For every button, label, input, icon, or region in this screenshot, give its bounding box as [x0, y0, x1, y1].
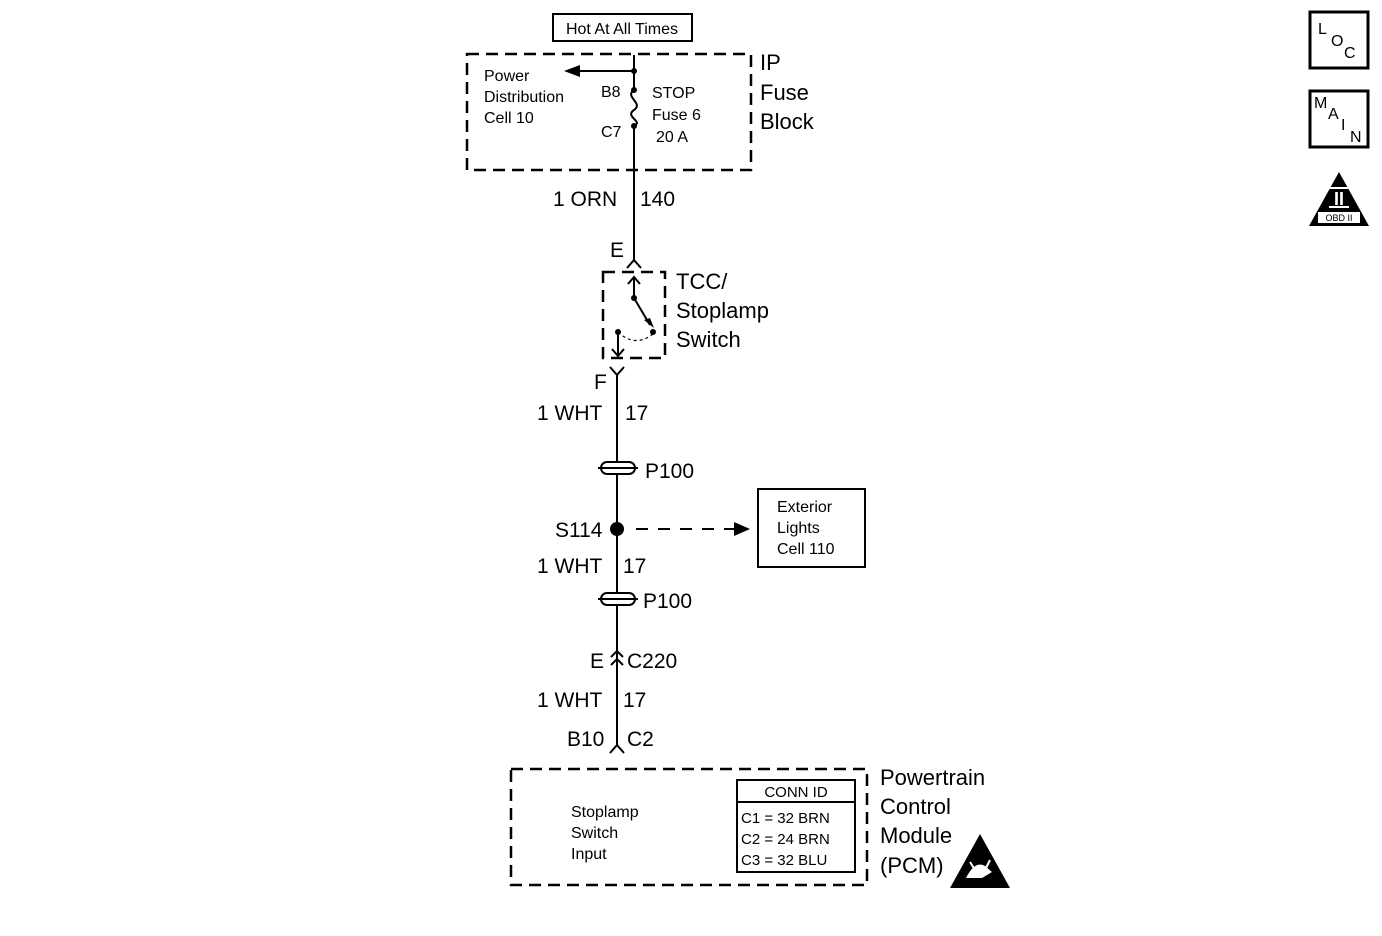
tcc-stoplamp-switch: E TCC/ Stoplamp Switch F [594, 239, 769, 394]
fuse-line-3: 20 A [656, 129, 688, 146]
fuse-icon [630, 89, 638, 127]
wire-3-color: 1 WHT [537, 555, 603, 578]
c220-name: C220 [627, 650, 677, 673]
passthrough-p100-lower: P100 [598, 590, 692, 613]
svg-text:A: A [1328, 106, 1339, 123]
pcm-input-1: Stoplamp [571, 804, 639, 821]
fuse-block-title-1: IP [760, 50, 781, 75]
pcm-title-4: (PCM) [880, 853, 944, 878]
wire-4-circuit: 17 [623, 689, 646, 712]
wire-1-circuit: 140 [640, 188, 675, 211]
fuse-line-2: Fuse 6 [652, 107, 701, 124]
svg-text:Exterior: Exterior [777, 499, 833, 516]
exterior-lights-reference: Exterior Lights Cell 110 [757, 488, 866, 568]
switch-pin-f: F [594, 371, 607, 394]
svg-text:S114: S114 [555, 519, 603, 542]
loc-icon[interactable]: L O C [1308, 10, 1370, 70]
conn-id-table: CONN ID C1 = 32 BRN C2 = 24 BRN C3 = 32 … [736, 779, 856, 873]
wire-1-color: 1 ORN [553, 188, 617, 211]
conn-id-row: C3 = 32 BLU [741, 852, 827, 869]
wire-2-circuit: 17 [625, 402, 648, 425]
pcm-connector-c2: B10 C2 [567, 728, 654, 754]
c220-pin-e: E [590, 650, 604, 673]
wire-2-color: 1 WHT [537, 402, 603, 425]
svg-text:C: C [1344, 45, 1356, 62]
arrow-left-icon [564, 65, 580, 77]
connector-male-icon [609, 366, 625, 377]
switch-title-2: Stoplamp [676, 298, 769, 323]
pdc-line-1: Power [484, 68, 530, 85]
svg-text:I: I [1341, 117, 1345, 134]
pcm-title-2: Control [880, 794, 951, 819]
pcm-pin-b10: B10 [567, 728, 604, 751]
pin-b8: B8 [601, 84, 621, 101]
switch-title-1: TCC/ [676, 269, 728, 294]
connector-c220: E C220 [590, 649, 677, 673]
svg-text:P100: P100 [643, 590, 692, 613]
svg-text:M: M [1314, 95, 1327, 112]
switch-pin-e: E [610, 239, 624, 262]
svg-text:P100: P100 [645, 460, 694, 483]
svg-text:II: II [1334, 189, 1344, 209]
conn-id-row: C1 = 32 BRN [741, 810, 830, 827]
wire-4-color: 1 WHT [537, 689, 603, 712]
svg-text:N: N [1350, 129, 1362, 146]
connector-female-icon [626, 258, 642, 269]
pcm-input-2: Switch [571, 825, 618, 842]
pcm-connector-name: C2 [627, 728, 654, 751]
pcm-title-3: Module [880, 823, 952, 848]
svg-text:O: O [1331, 33, 1343, 50]
svg-text:OBD II: OBD II [1325, 213, 1352, 223]
passthrough-p100-upper: P100 [598, 460, 694, 483]
ip-fuse-block: Power Distribution Cell 10 B8 C7 STOP Fu… [465, 50, 815, 262]
esd-warning-icon [950, 834, 1010, 888]
arrow-right-icon [734, 522, 750, 536]
pdc-line-3: Cell 10 [484, 110, 534, 127]
pcm-title-1: Powertrain [880, 765, 985, 790]
svg-text:L: L [1318, 21, 1327, 38]
splice-s114: S114 [555, 519, 750, 542]
fuse-block-title-3: Block [760, 109, 815, 134]
obd-ii-icon[interactable]: II OBD II [1309, 172, 1369, 226]
main-icon[interactable]: M A I N [1308, 89, 1370, 149]
switch-title-3: Switch [676, 327, 741, 352]
svg-text:Lights: Lights [777, 520, 820, 537]
pcm-input-3: Input [571, 846, 607, 863]
wire-3-circuit: 17 [623, 555, 646, 578]
svg-text:Hot At All Times: Hot At All Times [566, 21, 678, 38]
fuse-block-title-2: Fuse [760, 80, 809, 105]
pdc-line-2: Distribution [484, 89, 564, 106]
svg-text:Cell 110: Cell 110 [777, 541, 835, 558]
powertrain-control-module: Stoplamp Switch Input CONN ID C1 = 32 BR… [509, 765, 1010, 888]
pin-c7: C7 [601, 124, 622, 141]
fuse-line-1: STOP [652, 85, 695, 102]
hot-at-all-times-label: Hot At All Times [552, 13, 693, 42]
conn-id-row: C2 = 24 BRN [741, 831, 830, 848]
conn-id-header: CONN ID [764, 784, 828, 801]
